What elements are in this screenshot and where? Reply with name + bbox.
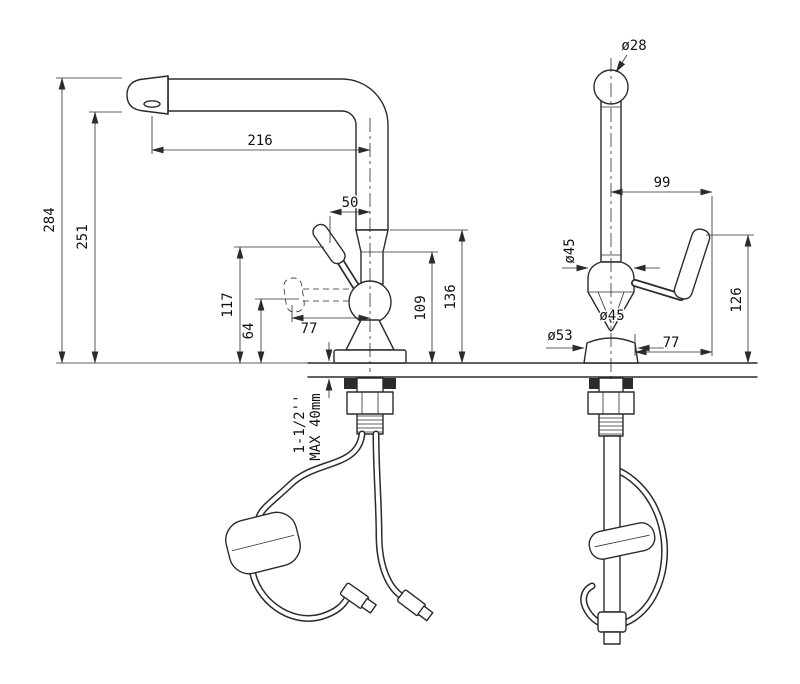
spray-head <box>126 75 169 115</box>
dim-label-lower-height: 64 <box>241 323 257 340</box>
dim-label-body-height: 109 <box>413 295 429 320</box>
handle-lever <box>312 223 361 292</box>
mounting-deck <box>307 362 758 378</box>
deck-thickness-note: MAX 40mm <box>308 393 324 460</box>
pipe-end-fitting <box>597 611 627 645</box>
dim-upper-diameter: ø45 <box>561 237 660 272</box>
dim-handle-height: 117 <box>219 246 324 364</box>
dim-label-handle-height: 117 <box>220 292 236 317</box>
hose-weight <box>225 511 301 575</box>
front-under-deck-hardware <box>587 377 656 645</box>
dim-label-outlet-diameter: ø45 <box>599 308 624 324</box>
dim-label-head-diameter: ø28 <box>621 38 646 54</box>
dim-handle-height-front: 126 <box>706 234 754 364</box>
dim-label-total-height: 284 <box>42 207 58 232</box>
dim-label-handle-reach-front: 99 <box>654 175 671 191</box>
hose-weight-front <box>588 522 656 560</box>
dim-head-diameter: ø28 <box>615 37 648 73</box>
dim-label-upper-diameter: ø45 <box>562 238 578 263</box>
dim-handle-reach-front: 99 <box>610 174 713 356</box>
dim-body-height: 109 <box>384 251 438 364</box>
dim-spout-height: 251 <box>74 111 122 364</box>
hole-size-note: 1-1/2'' <box>292 394 308 453</box>
dim-handle-offset-front: 77 <box>634 334 713 356</box>
dim-handle-reach-side: 77 <box>291 305 371 339</box>
supply-hoses <box>225 430 434 622</box>
drop-pipe <box>603 435 621 613</box>
dim-label-spout-height: 251 <box>75 224 91 249</box>
dim-label-handle-offset: 50 <box>342 195 359 211</box>
spray-button <box>143 100 161 108</box>
side-handle-lever <box>631 228 711 301</box>
dim-total-height: 284 <box>41 77 308 364</box>
dim-spout-reach: 216 <box>151 116 371 154</box>
faucet-neck <box>355 229 389 285</box>
pullout-hose-loop <box>580 464 669 629</box>
front-view-faucet <box>580 69 711 645</box>
mounting-nut-front <box>587 391 635 415</box>
dim-label-neck-height: 136 <box>443 284 459 309</box>
dim-neck-height: 136 <box>390 229 468 364</box>
hose-fitting <box>339 582 377 614</box>
dim-handle-offset: 50 <box>329 194 371 243</box>
dim-deck-thickness-note: 1-1/2'' MAX 40mm <box>291 342 333 462</box>
dim-outlet-diameter: ø45 <box>598 307 626 326</box>
mounting-nut <box>346 391 394 415</box>
side-under-deck-hardware <box>344 377 396 435</box>
dim-base-diameter: ø53 <box>546 327 668 352</box>
side-view-faucet <box>126 75 434 622</box>
dim-label-spout-reach: 216 <box>247 133 272 149</box>
dim-label-base-diameter: ø53 <box>547 328 572 344</box>
handle-lever-alt-position <box>283 277 349 313</box>
hose-fitting <box>396 589 434 622</box>
dim-lower-height: 64 <box>240 298 299 364</box>
dim-label-handle-height-front: 126 <box>729 287 745 312</box>
dim-label-handle-reach-side: 77 <box>301 321 318 337</box>
dim-label-handle-offset-front: 77 <box>663 335 680 351</box>
